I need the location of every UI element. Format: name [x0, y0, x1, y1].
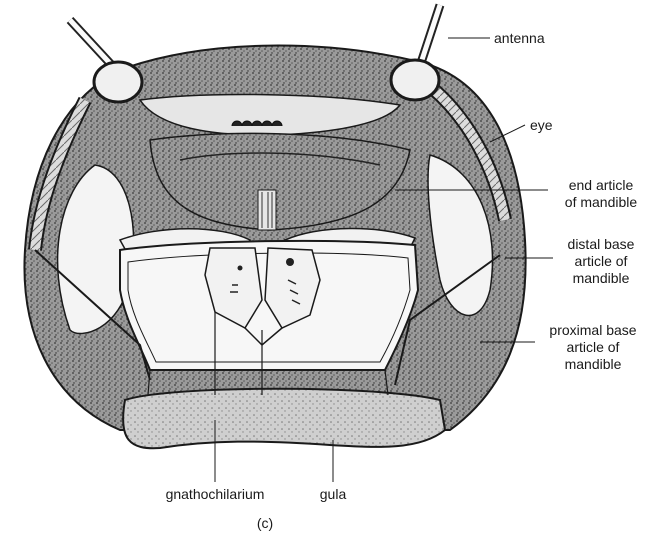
label-distal-base-line3: mandible: [556, 270, 646, 287]
label-eye: eye: [530, 117, 553, 134]
label-gula: gula: [313, 486, 353, 503]
label-distal-base-line2: article of: [556, 253, 646, 270]
label-antenna: antenna: [494, 30, 545, 47]
label-proximal-base-line2: article of: [538, 339, 648, 356]
label-distal-base-line1: distal base: [556, 236, 646, 253]
antenna-socket-right: [391, 60, 439, 100]
label-proximal-base-line1: proximal base: [538, 322, 648, 339]
label-end-article-line2: of mandible: [556, 194, 646, 211]
label-proximal-base: proximal base article of mandible: [538, 322, 648, 373]
antenna-socket-left: [94, 62, 142, 102]
label-end-article-line1: end article: [556, 177, 646, 194]
label-proximal-base-line3: mandible: [538, 356, 648, 373]
label-gnathochilarium: gnathochilarium: [155, 486, 275, 503]
gula-band: [123, 389, 445, 448]
panel-letter: (c): [250, 515, 280, 532]
label-distal-base: distal base article of mandible: [556, 236, 646, 287]
label-end-article: end article of mandible: [556, 177, 646, 211]
